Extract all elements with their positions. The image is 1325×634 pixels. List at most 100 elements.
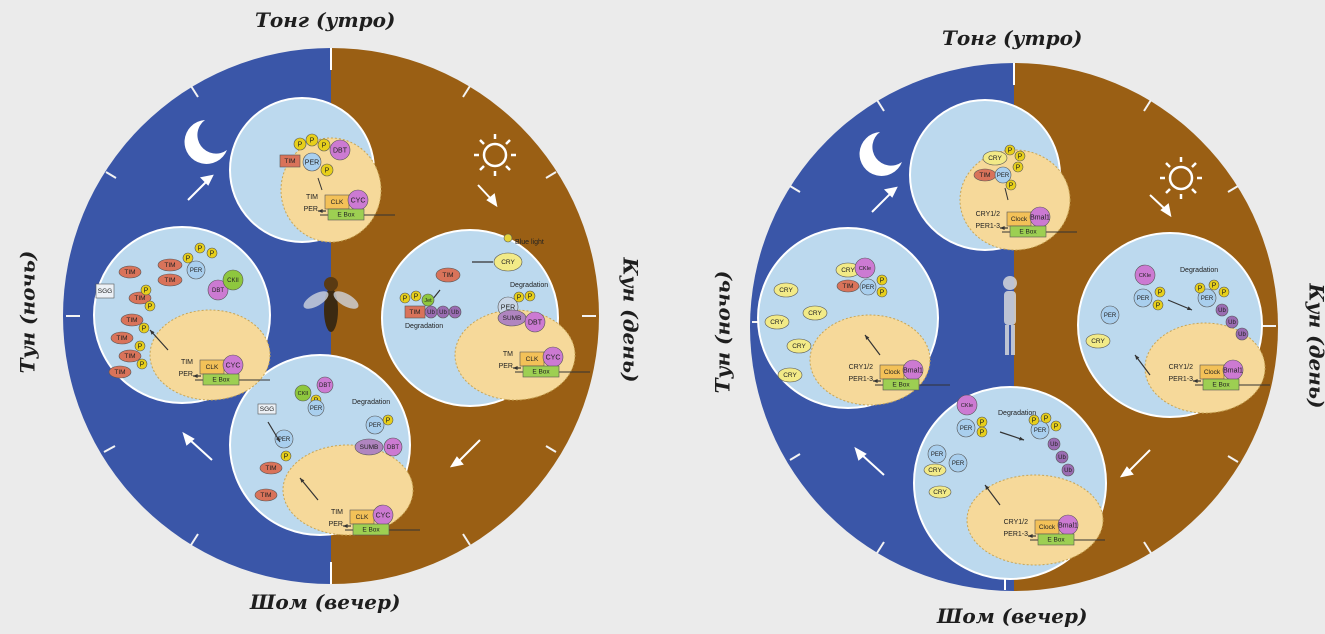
human-right-clk: Clock: [1204, 369, 1221, 376]
human-right-cry: CRY: [1091, 338, 1105, 345]
fly-bottom-clk: CLK: [356, 514, 369, 521]
fly-right-ub2: Ub: [439, 310, 447, 316]
fly-right-cyc: CYC: [546, 354, 561, 361]
human-right-degradation: Degradation: [1180, 267, 1218, 274]
fly-bottom-per: PER: [310, 406, 323, 412]
human-top-tim: TIM: [979, 172, 990, 179]
human-bottom-ub3: Ub: [1064, 468, 1072, 474]
human-left-p2: P: [880, 289, 885, 296]
human-bottom-p1: P: [980, 419, 985, 426]
human-top-p1: P: [1008, 147, 1013, 154]
human-right-per-3: PER: [1104, 313, 1117, 319]
human-right-gene-2: PER1-3: [1168, 376, 1193, 383]
fly-top-gene-1: TIM: [306, 194, 318, 201]
fly-left-per: PER: [190, 268, 203, 274]
fly-bottom-gene-2: PER: [329, 521, 343, 528]
human-right-p1: P: [1158, 289, 1163, 296]
fly-bottom-p3: P: [284, 453, 289, 460]
fly-bottom-p2: P: [386, 417, 391, 424]
fly-right-ub1: Ub: [427, 310, 435, 316]
human-top-ebox: E Box: [1019, 229, 1037, 236]
human-bottom-per-2: PER: [1034, 428, 1047, 434]
human-bottom-p4: P: [1044, 415, 1049, 422]
human-left-cry-1: CRY: [779, 287, 793, 294]
fly-right-jet: Jet: [424, 298, 432, 304]
fly-bottom-per-2: PER: [278, 437, 291, 443]
human-top-clk: Clock: [1011, 216, 1028, 223]
fly-left-ebox: E Box: [212, 377, 230, 384]
fly-top-cyc: CYC: [351, 197, 366, 204]
fly-right-clk: CLK: [526, 356, 539, 363]
fly-bottom-sumb: SUMB: [360, 444, 379, 451]
fly-top-p4: P: [325, 167, 330, 174]
human-left-ebox: E Box: [892, 382, 910, 389]
human-bottom-per-4: PER: [952, 461, 965, 467]
fly-bottom-dbt: DBT: [319, 383, 331, 389]
fly-bottom-gene-1: TIM: [331, 509, 343, 516]
fly-top-p2: P: [310, 137, 315, 144]
fly-top-clk: CLK: [331, 199, 344, 206]
human-left-cry-4: CRY: [792, 343, 806, 350]
fly-top-dbt: DBT: [333, 147, 348, 154]
fly-left-clk: CLK: [206, 364, 219, 371]
human-left-cry-5: CRY: [783, 372, 797, 379]
fly-left-tim-3: TIM: [126, 317, 137, 324]
fly-right-ebox: E Box: [532, 369, 550, 376]
human-right-p2: P: [1156, 302, 1161, 309]
human-bottom-cyc: Bmal1: [1058, 522, 1078, 529]
fly-left-dbt: DBT: [212, 288, 224, 294]
fly-right-p4: P: [414, 293, 419, 300]
fly-right-degradation-2: Degradation: [405, 323, 443, 330]
fly-left-tim-top2: TIM: [164, 277, 175, 284]
fly-left-p6: P: [186, 255, 191, 262]
human-bottom-cry-1: CRY: [928, 467, 942, 474]
human-top-cyc: Bmal1: [1030, 214, 1050, 221]
human-left-cyc: Bmal1: [903, 367, 923, 374]
fly-left-tim-5: TIM: [124, 353, 135, 360]
fly-left-p7: P: [198, 245, 203, 252]
human-left-per: PER: [862, 285, 875, 291]
fly-bottom-ckii: CKII: [298, 391, 309, 397]
human-top-cry: CRY: [988, 155, 1002, 162]
fly-left-tim-4: TIM: [116, 335, 127, 342]
fly-left-p8: P: [210, 250, 215, 257]
fly-left-cyc: CYC: [226, 362, 241, 369]
human-top-gene-1: CRY1/2: [976, 211, 1000, 218]
human-bottom-clk: Clock: [1039, 524, 1056, 531]
human-left-clk: Clock: [884, 369, 901, 376]
human-bottom-per-3: PER: [931, 452, 944, 458]
human-right-per-2: PER: [1201, 296, 1214, 302]
human-bottom-ebox: E Box: [1047, 537, 1065, 544]
human-right-p4: P: [1212, 282, 1217, 289]
human-bottom-ub1: Ub: [1050, 442, 1058, 448]
fly-right-p2: P: [528, 293, 533, 300]
fly-left-p5: P: [140, 361, 145, 368]
human-right-p5: P: [1222, 289, 1227, 296]
fly-right-ub3: Ub: [451, 310, 459, 316]
fly-top-ebox: E Box: [337, 212, 355, 219]
human-right-ckle: CKIe: [1139, 273, 1151, 279]
fly-left-p1: P: [144, 287, 149, 294]
human-bottom-p5: P: [1054, 423, 1059, 430]
fly-bottom-dbt-2: DBT: [387, 445, 399, 451]
fly-right-p3: P: [403, 295, 408, 302]
fly-left-sgg: SGG: [98, 288, 112, 295]
human-right-ub3: Ub: [1238, 332, 1246, 338]
human-right-gene-1: CRY1/2: [1169, 364, 1193, 371]
fly-bottom-per-3: PER: [369, 423, 382, 429]
fly-right-dbt: DBT: [528, 319, 543, 326]
human-right-ub2: Ub: [1228, 320, 1236, 326]
fly-top-p3: P: [322, 142, 327, 149]
fly-left-p2: P: [148, 303, 153, 310]
human-right-p3: P: [1198, 285, 1203, 292]
human-right-cyc: Bmal1: [1223, 367, 1243, 374]
fly-left-p4: P: [138, 343, 143, 350]
fly-bottom-tim-2: TIM: [260, 492, 271, 499]
human-bottom-p3: P: [1032, 417, 1037, 424]
fly-bottom-degradation: Degradation: [352, 399, 390, 406]
human-top-per: PER: [997, 173, 1010, 179]
human-right-ub1: Ub: [1218, 308, 1226, 314]
human-bottom-p2: P: [980, 429, 985, 436]
fly-right-blue-light: Blue light: [515, 239, 544, 246]
